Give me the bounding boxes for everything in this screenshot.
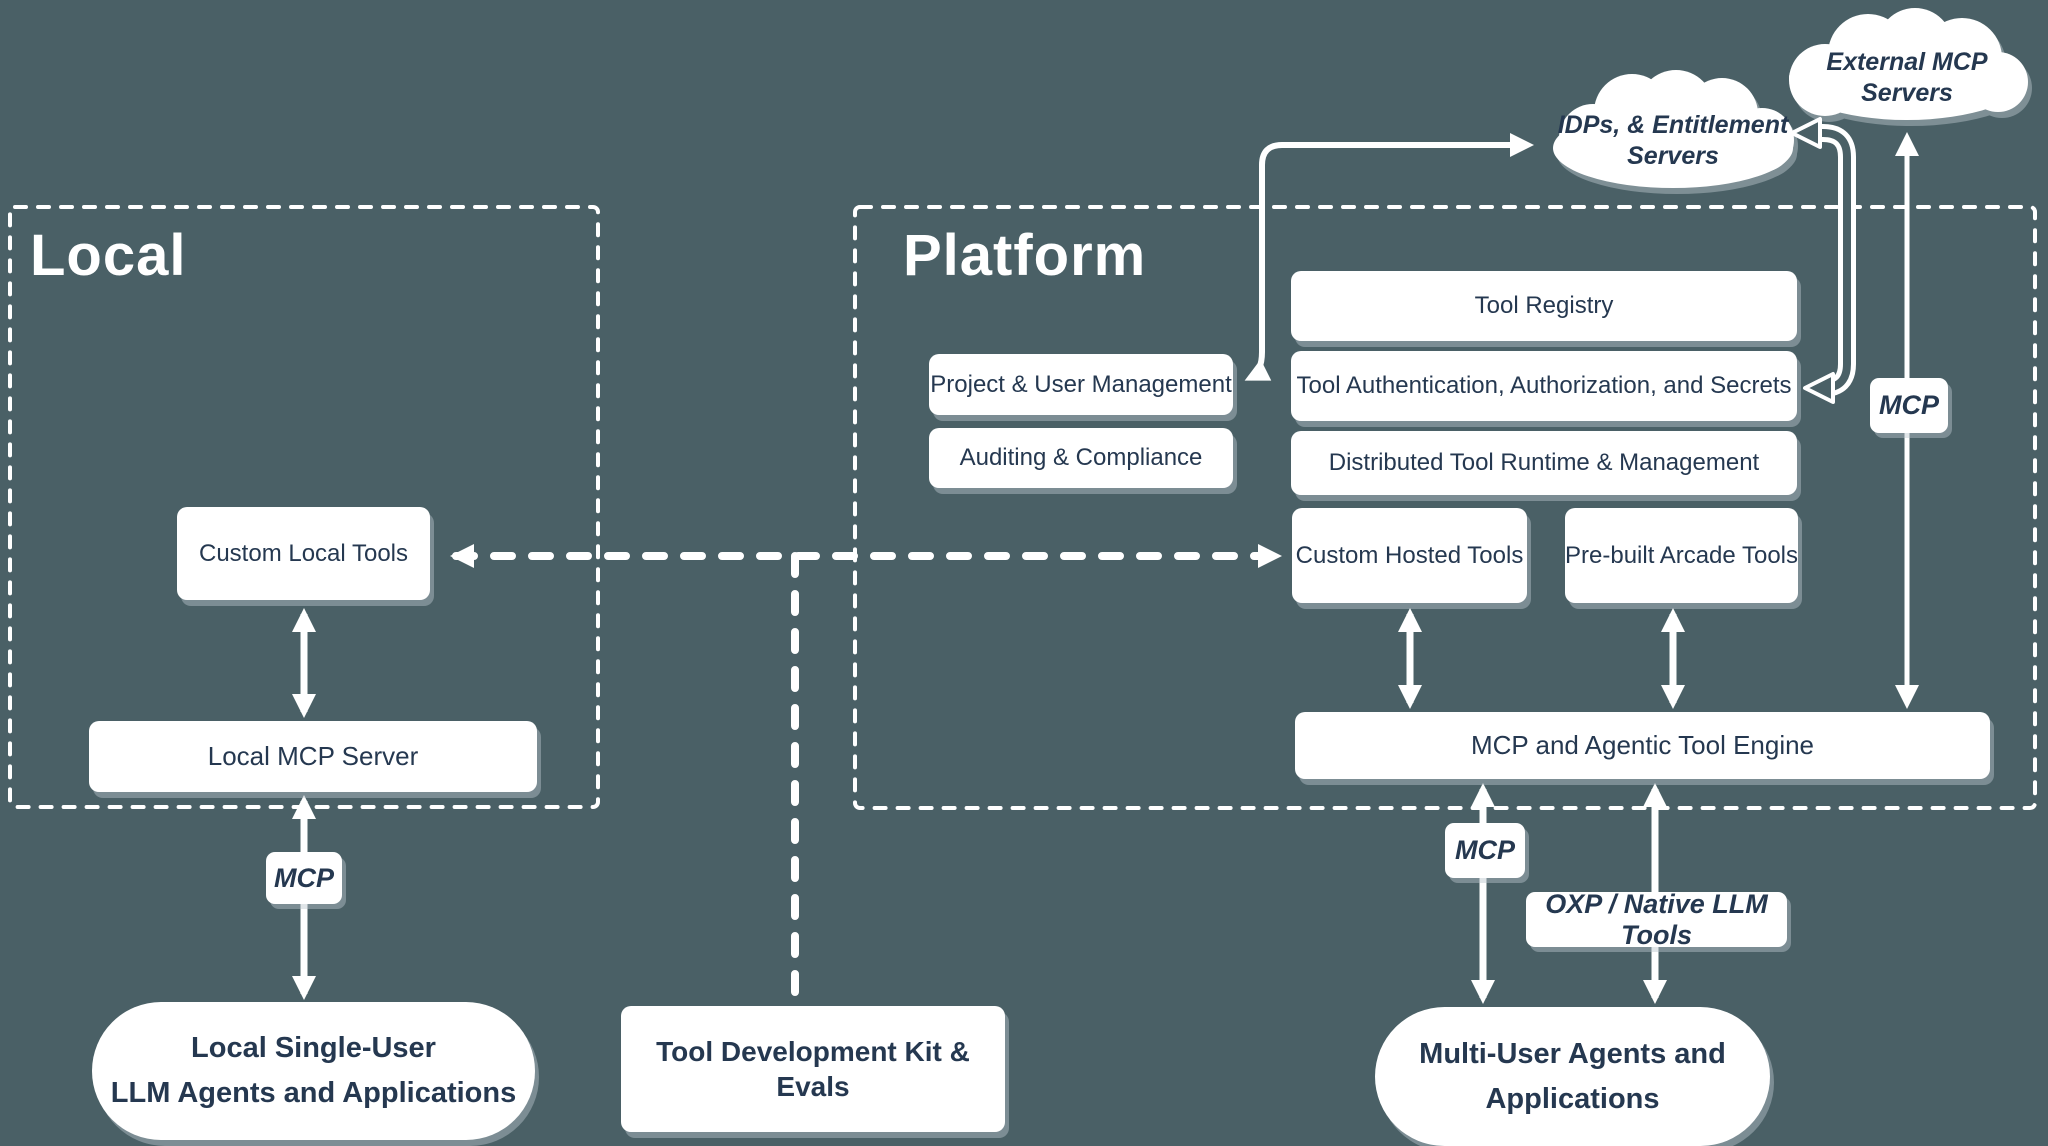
- box-mcp-agentic-tool-engine: MCP and Agentic Tool Engine: [1295, 712, 1990, 779]
- edge-label-mcp-platform: MCP: [1445, 823, 1525, 878]
- local-region-label: Local: [30, 223, 187, 288]
- arrow-project-idps: [1244, 133, 1534, 381]
- local-agents-line1: Local Single-User: [191, 1032, 436, 1065]
- local-agents-line2: LLM Agents and Applications: [110, 1077, 517, 1109]
- edge-label-mcp-external: MCP: [1870, 378, 1948, 433]
- idps-label-line2: Servers: [1627, 142, 1719, 170]
- box-custom-hosted-tools: Custom Hosted Tools: [1292, 508, 1527, 603]
- idps-entitlement-label: IDPs, & Entitlement Servers: [1553, 110, 1793, 172]
- edge-label-mcp-local: MCP: [266, 852, 342, 904]
- arrow-idps-toolauth: [1790, 117, 1856, 404]
- box-tool-development-kit: Tool Development Kit & Evals: [621, 1006, 1005, 1132]
- box-auditing-compliance: Auditing & Compliance: [929, 428, 1233, 488]
- box-distributed-tool-runtime: Distributed Tool Runtime & Management: [1291, 431, 1797, 495]
- external-mcp-servers-cloud: [1789, 8, 2032, 126]
- idps-entitlement-cloud: [1553, 70, 1798, 194]
- platform-region-label: Platform: [903, 223, 1147, 288]
- box-custom-local-tools: Custom Local Tools: [177, 507, 430, 600]
- box-local-mcp-server: Local MCP Server: [89, 721, 537, 792]
- external-mcp-servers-label: External MCP Servers: [1826, 48, 1988, 107]
- idps-label-line1: IDPs, & Entitlement: [1557, 111, 1789, 139]
- edge-label-oxp-native-llm-tools: OXP / Native LLM Tools: [1526, 889, 1787, 950]
- multi-user-agents-line2: Applications: [1485, 1082, 1660, 1115]
- box-project-user-management: Project & User Management: [929, 354, 1233, 415]
- dashed-connector-tools: [450, 544, 1282, 1002]
- pill-local-single-user-agents: Local Single-User LLM Agents and Applica…: [92, 1002, 535, 1140]
- box-tool-authentication: Tool Authentication, Authorization, and …: [1291, 351, 1797, 421]
- pill-multi-user-agents: Multi-User Agents and Applications: [1375, 1007, 1770, 1146]
- box-tool-registry: Tool Registry: [1291, 271, 1797, 341]
- box-prebuilt-arcade-tools: Pre-built Arcade Tools: [1565, 508, 1798, 603]
- multi-user-agents-line1: Multi-User Agents and: [1419, 1037, 1726, 1070]
